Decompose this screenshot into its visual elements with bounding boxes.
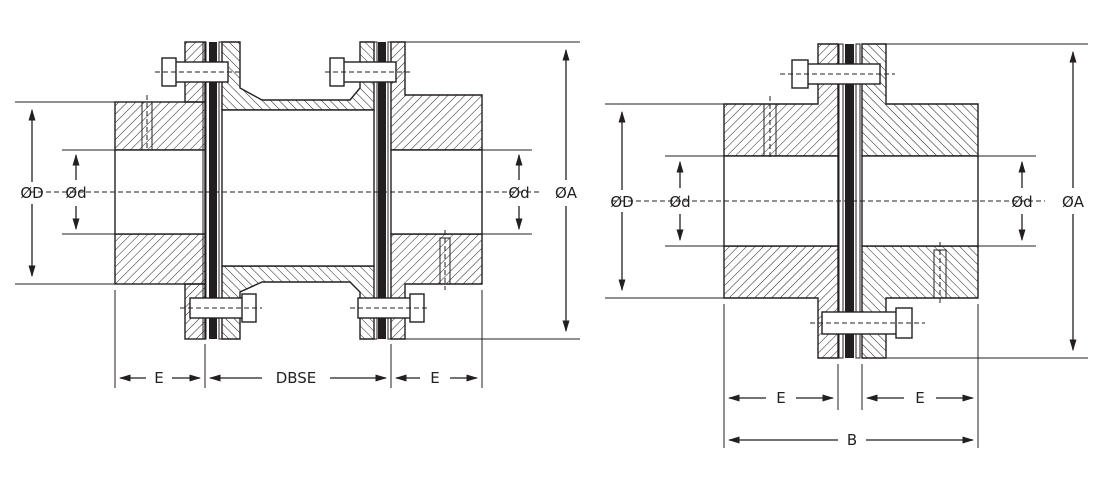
label-bore-right: Ød [508, 184, 529, 202]
label-bore-right-b: Ød [1011, 193, 1032, 211]
label-hub-od: ØD [20, 184, 43, 202]
label-hub-length-right-b: E [915, 389, 924, 407]
label-hub-od-b: ØD [610, 193, 633, 211]
label-overall-length-b: B [847, 431, 857, 449]
labels-b: ØD Ød Ød ØA E E B [610, 193, 1084, 449]
bolts-a [155, 57, 430, 323]
label-spacer-dbse: DBSE [276, 369, 317, 387]
spacer-coupling-drawing: ØD Ød Ød ØA E DBSE E [15, 41, 580, 388]
dimensions-a [15, 41, 580, 388]
bolts-b [780, 59, 925, 339]
label-hub-length-left-b: E [776, 389, 785, 407]
label-flange-od-b: ØA [1062, 193, 1085, 211]
spacer-tube [221, 41, 375, 340]
right-hub [390, 41, 483, 340]
left-hub [114, 41, 206, 340]
label-hub-length-right: E [430, 369, 439, 387]
dimensions-b [605, 43, 1088, 448]
label-hub-length-left: E [154, 369, 163, 387]
label-flange-od: ØA [555, 184, 578, 202]
close-coupled-drawing: ØD Ød Ød ØA E E B [605, 43, 1088, 449]
labels-a: ØD Ød Ød ØA E DBSE E [20, 184, 577, 387]
label-bore-left-b: Ød [669, 193, 690, 211]
label-bore-left: Ød [65, 184, 86, 202]
